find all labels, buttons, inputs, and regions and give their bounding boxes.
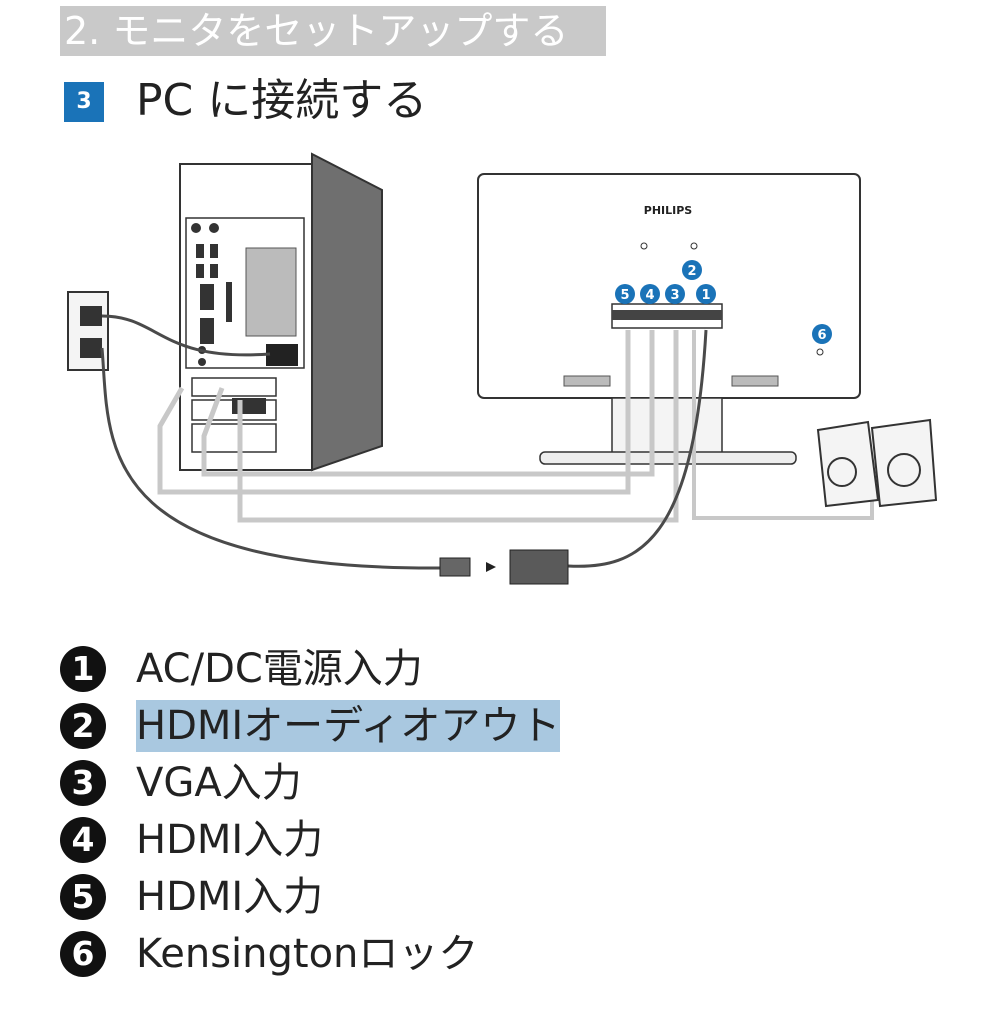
- power-cables: [100, 314, 708, 570]
- port-marker-4: 4: [640, 284, 660, 304]
- legend-label: HDMI入力: [136, 873, 324, 920]
- svg-text:5: 5: [620, 288, 629, 303]
- legend-label: Kensingtonロック: [136, 930, 479, 977]
- port-marker-5: 5: [615, 284, 635, 304]
- svg-text:3: 3: [670, 288, 679, 303]
- legend-number: 5: [60, 873, 106, 920]
- monitor-vent-right: [731, 375, 779, 387]
- port-marker-3: 3: [665, 284, 685, 304]
- legend-number: 4: [60, 816, 106, 863]
- legend-item: 6 Kensingtonロック: [60, 925, 760, 982]
- wall-plug-1: [80, 306, 102, 326]
- legend-number: 1: [60, 645, 106, 692]
- port-legend: 1 AC/DC電源入力 2 HDMIオーディオアウト 3 VGA入力 4 HDM…: [60, 640, 760, 982]
- legend-label: AC/DC電源入力: [136, 645, 423, 692]
- svg-text:2: 2: [687, 264, 696, 279]
- legend-number: 6: [60, 930, 106, 977]
- video-cables: [157, 330, 679, 523]
- pc-vga-port: [232, 398, 266, 414]
- legend-label: VGA入力: [136, 759, 302, 806]
- monitor-screw-left: [640, 242, 648, 250]
- legend-item: 4 HDMI入力: [60, 811, 760, 868]
- svg-text:6: 6: [817, 328, 826, 343]
- legend-item: 3 VGA入力: [60, 754, 760, 811]
- step-number-badge: 3: [64, 82, 104, 122]
- monitor-io-strip: [612, 310, 722, 320]
- kensington-slot-icon: [816, 348, 824, 356]
- step-title: PC に接続する: [136, 75, 428, 126]
- svg-text:4: 4: [645, 288, 654, 303]
- pc-io-panel: [185, 217, 305, 369]
- monitor-stand-base: [539, 451, 797, 465]
- port-marker-6: 6: [812, 324, 832, 344]
- svg-text:1: 1: [701, 288, 710, 303]
- power-adapter: [509, 549, 569, 585]
- section-title: 2. モニタをセットアップする: [60, 6, 606, 56]
- pc-slot-2: [191, 423, 277, 453]
- monitor-brand: PHILIPS: [644, 204, 693, 217]
- pc-psu-socket: [266, 344, 298, 366]
- power-plug: [439, 557, 471, 577]
- monitor-vent-left: [563, 375, 611, 387]
- legend-label-highlighted: HDMIオーディオアウト: [136, 699, 561, 752]
- legend-item: 2 HDMIオーディオアウト: [60, 697, 760, 754]
- legend-label: HDMI入力: [136, 816, 324, 863]
- legend-number: 2: [60, 702, 106, 749]
- speakers: [816, 418, 938, 508]
- port-marker-1: 1: [696, 284, 716, 304]
- arrow-icon: [486, 562, 496, 572]
- pc-graphics-card: [191, 377, 277, 397]
- legend-item: 1 AC/DC電源入力: [60, 640, 760, 697]
- pc-vent-grille: [245, 247, 297, 337]
- legend-item: 5 HDMI入力: [60, 868, 760, 925]
- audio-cable: [692, 330, 874, 520]
- pc-tower-side: [311, 152, 383, 472]
- wall-plug-2: [80, 338, 102, 358]
- connection-diagram: PHILIPS 5 4 3 1 2 6: [67, 152, 938, 585]
- legend-number: 3: [60, 759, 106, 806]
- port-marker-2: 2: [682, 260, 702, 280]
- monitor-screw-right: [690, 242, 698, 250]
